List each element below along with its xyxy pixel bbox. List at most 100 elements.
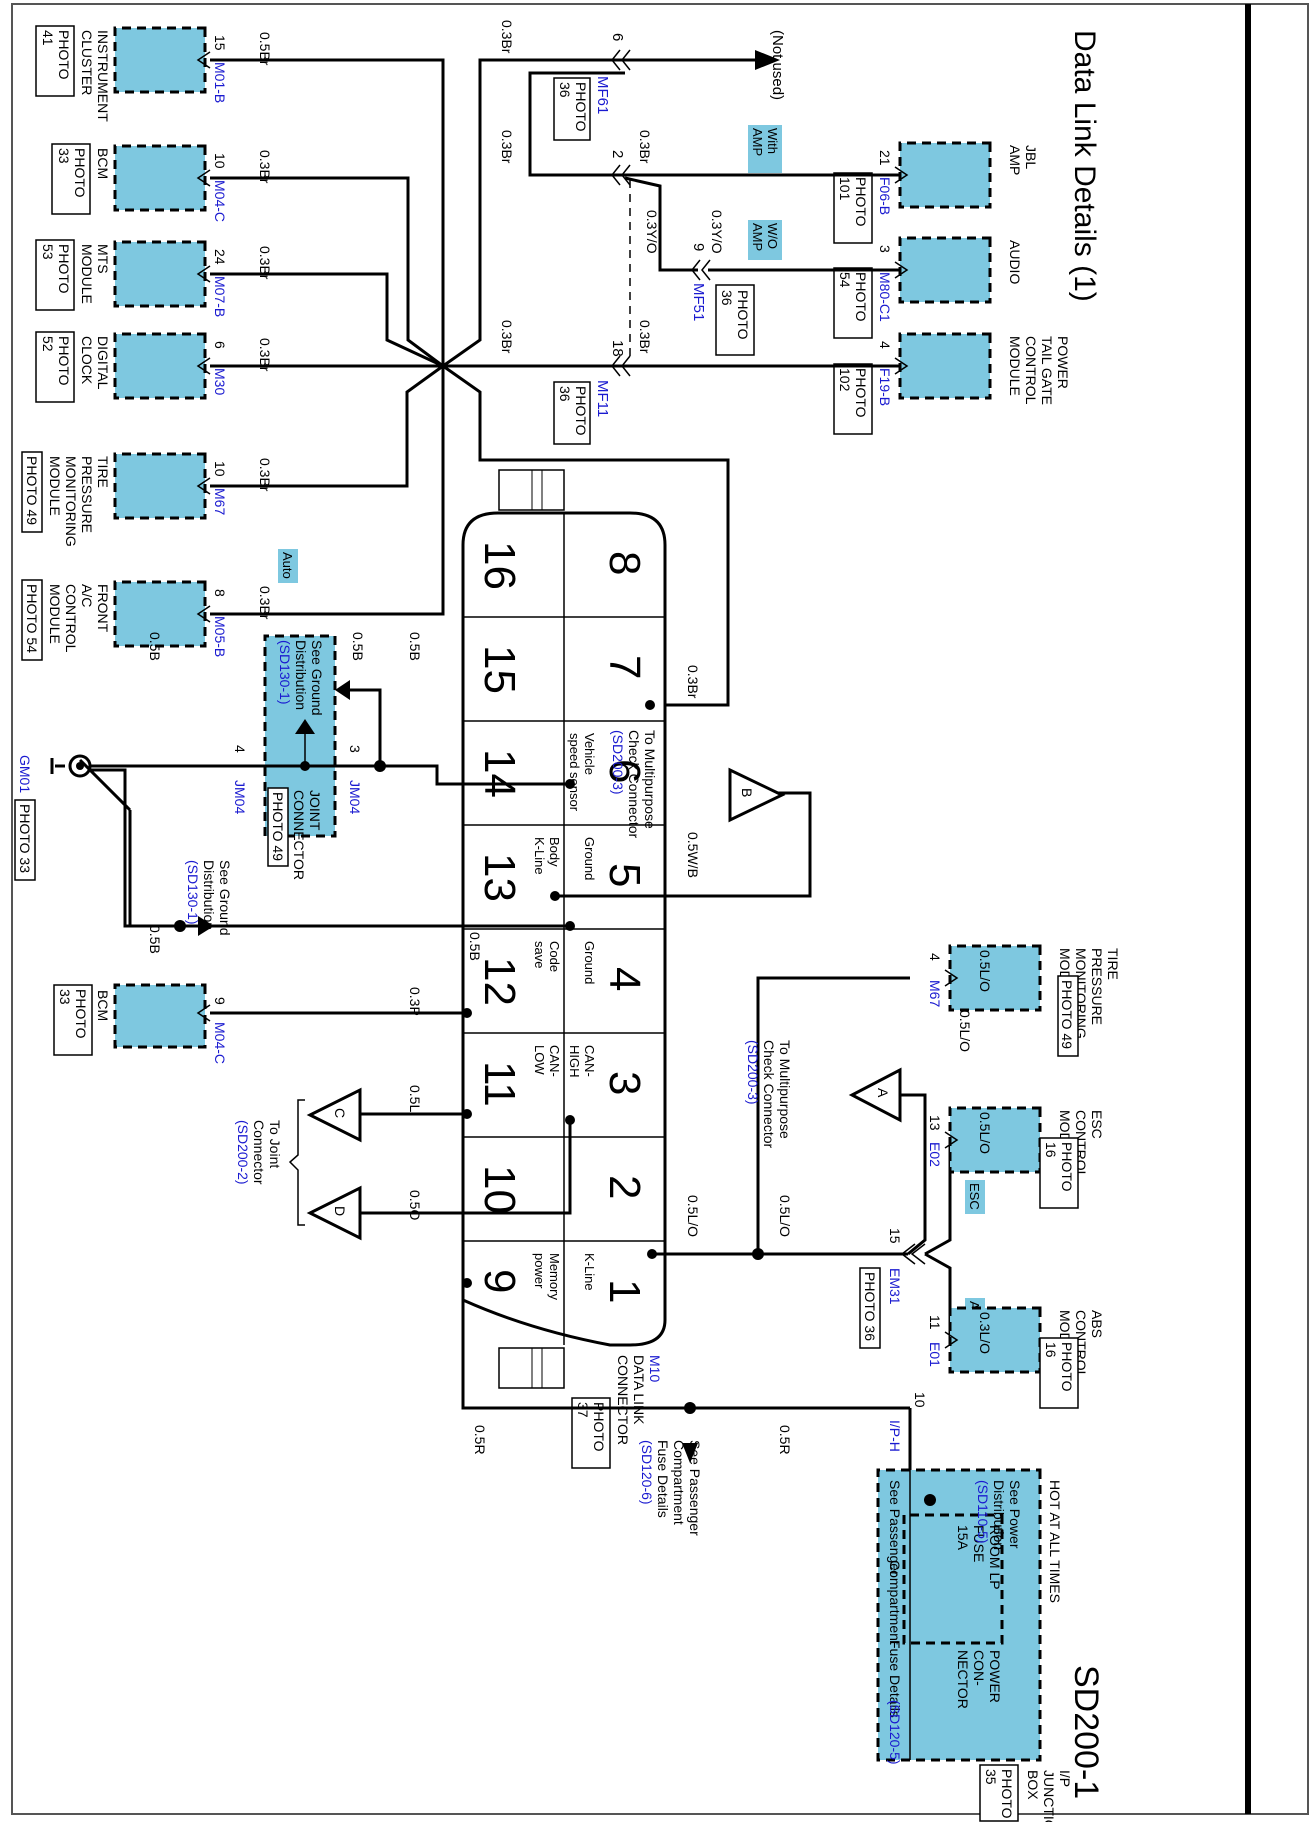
svg-text:36: 36 bbox=[557, 82, 573, 98]
ip-junction-box-body[interactable] bbox=[876, 1468, 1042, 1762]
svg-text:PHOTO: PHOTO bbox=[56, 244, 72, 294]
ip-junction-box bbox=[876, 1408, 1042, 1762]
mf61-pin2-symbol bbox=[621, 164, 631, 186]
with-amp-tag bbox=[748, 125, 782, 173]
wire-label: 0.5L/O bbox=[977, 950, 993, 992]
component-right-lower-0[interactable]: 4M670.5L/OTIREPRESSUREMONITORINGMODULEPH… bbox=[927, 944, 1121, 1057]
wire-label: 0.5O bbox=[407, 1190, 423, 1220]
svg-text:16: 16 bbox=[1043, 1142, 1059, 1158]
component-name: CONTROL bbox=[63, 584, 79, 653]
svg-text:Code: Code bbox=[547, 941, 562, 972]
component-name: AMP bbox=[1007, 145, 1023, 175]
mf61-pin2: 2 bbox=[609, 150, 626, 158]
svg-text:(SD200-3): (SD200-3) bbox=[610, 730, 626, 795]
svg-text:PHOTO: PHOTO bbox=[853, 177, 869, 227]
component-name: PRESSURE bbox=[1089, 948, 1105, 1025]
svg-text:Fuse Details: Fuse Details bbox=[655, 1440, 671, 1518]
svg-text:5: 5 bbox=[600, 863, 649, 887]
svg-text:Memory: Memory bbox=[547, 1253, 562, 1300]
wire-label: 0.5Br bbox=[257, 32, 273, 66]
svg-text:NECTOR: NECTOR bbox=[955, 1650, 971, 1709]
svg-text:13: 13 bbox=[475, 853, 524, 902]
connector-id: F19-B bbox=[877, 368, 893, 406]
page-title: Data Link Details (1) bbox=[1068, 30, 1101, 302]
wire-label: 0.5L/O bbox=[977, 1112, 993, 1154]
svg-text:3: 3 bbox=[347, 745, 363, 753]
svg-text:10: 10 bbox=[475, 1165, 524, 1214]
wire-label: 0.3Br bbox=[257, 246, 273, 280]
svg-text:Fuse Details: Fuse Details bbox=[887, 1640, 903, 1718]
joint-connector-jm04[interactable] bbox=[263, 634, 337, 838]
svg-text:K-Line: K-Line bbox=[532, 837, 547, 875]
wire-label: 0.3Br bbox=[499, 130, 515, 164]
component-name: BCM bbox=[95, 148, 111, 179]
svg-text:PHOTO: PHOTO bbox=[853, 368, 869, 418]
upper-wire-harness bbox=[210, 50, 900, 707]
svg-text:D: D bbox=[332, 1206, 348, 1216]
svg-text:PHOTO 36: PHOTO 36 bbox=[862, 1272, 878, 1341]
svg-text:41: 41 bbox=[40, 30, 56, 46]
svg-text:11: 11 bbox=[475, 1061, 524, 1107]
svg-text:2: 2 bbox=[600, 1175, 649, 1199]
svg-text:LOW: LOW bbox=[532, 1045, 547, 1075]
component-left-4[interactable]: 10M670.3BrTIREPRESSUREMONITORINGMODULEPH… bbox=[21, 451, 273, 547]
component-name: JBL bbox=[1023, 145, 1039, 169]
svg-text:I/P-H: I/P-H bbox=[887, 1420, 903, 1452]
svg-text:PHOTO 49: PHOTO 49 bbox=[1059, 980, 1075, 1049]
svg-text:(SD120-6): (SD120-6) bbox=[639, 1440, 655, 1505]
component-name: AUDIO bbox=[1007, 240, 1023, 284]
dlc-pin-10: 10 bbox=[475, 1165, 524, 1214]
svg-text:PHOTO: PHOTO bbox=[73, 989, 89, 1039]
svg-text:HIGH: HIGH bbox=[567, 1045, 582, 1078]
svg-text:Vehicle: Vehicle bbox=[582, 733, 597, 775]
svg-text:52: 52 bbox=[40, 336, 56, 352]
page-code: SD200-1 bbox=[1067, 1665, 1105, 1799]
svg-text:power: power bbox=[532, 1253, 547, 1289]
wire-label: 0.3P bbox=[407, 987, 423, 1016]
wire-label: 0.5B bbox=[147, 632, 163, 661]
wire-label: 0.5L/O bbox=[685, 1195, 701, 1237]
svg-text:PHOTO 49: PHOTO 49 bbox=[270, 792, 286, 861]
wire-label: 0.5R bbox=[472, 1425, 488, 1455]
connector-id: M80-C1 bbox=[877, 272, 893, 322]
component-name: MODULE bbox=[47, 456, 63, 516]
svg-text:9: 9 bbox=[212, 997, 228, 1005]
mf51-connector: MF51 bbox=[690, 283, 707, 321]
component-name: MODULE bbox=[1007, 336, 1023, 396]
dlc-pin-2: 2 bbox=[600, 1175, 649, 1199]
pin-number: 11 bbox=[927, 1315, 943, 1330]
wire-label: 0.3Br bbox=[499, 20, 515, 54]
svg-text:Connector: Connector bbox=[251, 1120, 267, 1185]
dlc-pin-8: 8 bbox=[600, 551, 649, 575]
pin-number: 4 bbox=[927, 953, 943, 961]
mf51-pin9-symbol bbox=[701, 259, 711, 281]
svg-text:102: 102 bbox=[837, 368, 853, 392]
svg-text:PHOTO: PHOTO bbox=[56, 336, 72, 386]
component-name: TIRE bbox=[1105, 948, 1121, 980]
svg-text:33: 33 bbox=[57, 989, 73, 1005]
svg-text:A: A bbox=[875, 1088, 891, 1098]
svg-text:JOINT: JOINT bbox=[307, 790, 323, 831]
svg-text:4: 4 bbox=[232, 745, 248, 753]
svg-text:PHOTO: PHOTO bbox=[735, 290, 751, 340]
connector-id: M30 bbox=[212, 368, 228, 395]
svg-text:PHOTO: PHOTO bbox=[1059, 1342, 1075, 1392]
bcm-bottom-module[interactable] bbox=[113, 983, 207, 1049]
dlc-pin-14: 14 bbox=[475, 749, 524, 798]
pin-number: 24 bbox=[212, 249, 228, 265]
wire-label: 0.3Y/O bbox=[709, 210, 725, 254]
